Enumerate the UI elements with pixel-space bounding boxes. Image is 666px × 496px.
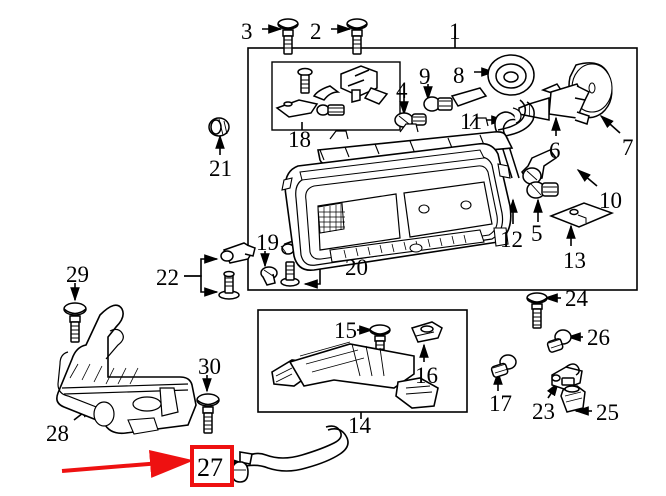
- callout-5: 5: [531, 221, 543, 246]
- callout-26: 26: [587, 325, 610, 350]
- highlight-box-27: [190, 445, 234, 487]
- part-26-screw: [546, 329, 572, 353]
- part-3-bolt: [277, 18, 299, 55]
- part-5-socket: [526, 181, 559, 199]
- callout-28: 28: [46, 421, 69, 446]
- callout-13: 13: [563, 248, 586, 273]
- part-22-sensor: [218, 242, 256, 300]
- callout-10: 10: [599, 188, 622, 213]
- callout-8: 8: [453, 63, 465, 88]
- callout-22: 22: [156, 265, 179, 290]
- part-17-screw: [490, 354, 517, 378]
- callout-25: 25: [596, 400, 619, 425]
- callout-7: 7: [622, 135, 634, 160]
- leader-22b: [184, 275, 219, 297]
- callout-3: 3: [241, 19, 253, 44]
- leader-10: [576, 168, 598, 187]
- callout-17: 17: [489, 391, 512, 416]
- part-18-kit: [275, 65, 389, 118]
- callout-20: 20: [345, 255, 368, 280]
- callout-29: 29: [66, 262, 89, 287]
- part-30-bolt: [196, 393, 220, 434]
- callout-23: 23: [532, 399, 555, 424]
- group-box-18: [271, 61, 401, 131]
- part-24-bolt: [526, 292, 548, 329]
- part-25-pushnut: [560, 385, 586, 413]
- part-9-holder: [423, 87, 488, 112]
- part-13-module: [548, 202, 615, 228]
- callout-19: 19: [256, 230, 279, 255]
- group-box-1: [247, 47, 638, 291]
- callout-30: 30: [198, 354, 221, 379]
- part-14-bracket: [271, 341, 439, 409]
- callout-9: 9: [419, 64, 431, 89]
- part-29-bolt: [63, 302, 87, 343]
- callout-2: 2: [310, 19, 322, 44]
- callout-21: 21: [209, 156, 232, 181]
- part-1-headlamp-body: [281, 117, 514, 272]
- highlight-label-27: 27: [197, 453, 223, 482]
- callout-14: 14: [348, 413, 371, 438]
- leader-7: [599, 114, 621, 134]
- callout-15: 15: [334, 318, 357, 343]
- part-23-clip: [551, 363, 583, 390]
- part-8-cap: [487, 54, 535, 96]
- callout-12: 12: [500, 227, 523, 252]
- group-box-14: [257, 309, 468, 413]
- leader-22a: [184, 254, 219, 277]
- part-19-screw: [260, 266, 278, 286]
- callout-1: 1: [449, 19, 461, 44]
- part-21-grommet: [208, 117, 230, 137]
- callout-4: 4: [396, 78, 408, 103]
- part-28-support-bracket: [56, 304, 197, 435]
- callout-18: 18: [288, 127, 311, 152]
- callout-6: 6: [549, 138, 561, 163]
- callout-16: 16: [415, 363, 438, 388]
- callout-24: 24: [565, 286, 588, 311]
- part-27-washer-hose: [231, 425, 349, 483]
- part-2-bolt: [346, 18, 368, 55]
- part-16-clip: [410, 321, 443, 343]
- callout-11: 11: [460, 109, 483, 134]
